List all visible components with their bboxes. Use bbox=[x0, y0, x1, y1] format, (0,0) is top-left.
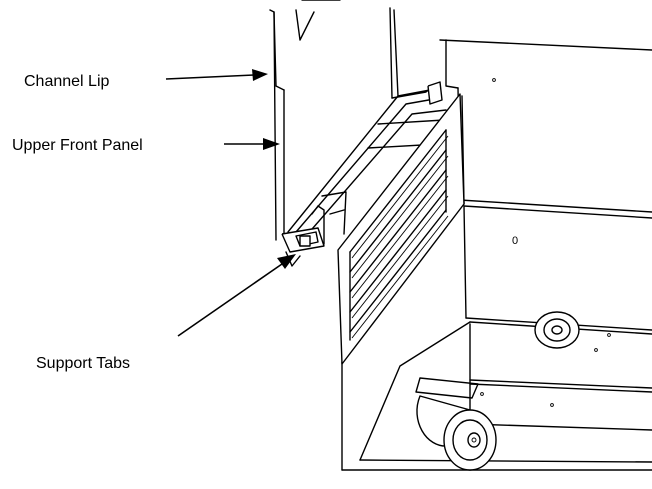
callout-support-tabs-arrowhead bbox=[277, 254, 296, 269]
callout-support-tabs-label: Support Tabs bbox=[36, 355, 130, 372]
upper-front-panel bbox=[269, 0, 447, 241]
louvered-grille bbox=[337, 93, 465, 365]
callout-channel-lip-arrowhead bbox=[252, 69, 268, 81]
callout-channel-lip: Channel Lip bbox=[24, 69, 268, 90]
callout-upper-front-panel: Upper Front Panel bbox=[12, 137, 280, 154]
front-caster bbox=[415, 377, 497, 471]
cabinet-body bbox=[341, 39, 652, 471]
cabinet-mark: 0 bbox=[512, 235, 518, 247]
rear-caster bbox=[534, 311, 580, 349]
callout-upper-front-panel-arrowhead bbox=[263, 138, 280, 150]
callout-channel-lip-label: Channel Lip bbox=[24, 73, 110, 90]
callout-support-tabs: Support Tabs bbox=[36, 254, 296, 372]
callout-support-tabs-leader bbox=[177, 263, 283, 337]
callout-channel-lip-leader bbox=[165, 74, 255, 80]
callout-upper-front-panel-label: Upper Front Panel bbox=[12, 137, 143, 154]
